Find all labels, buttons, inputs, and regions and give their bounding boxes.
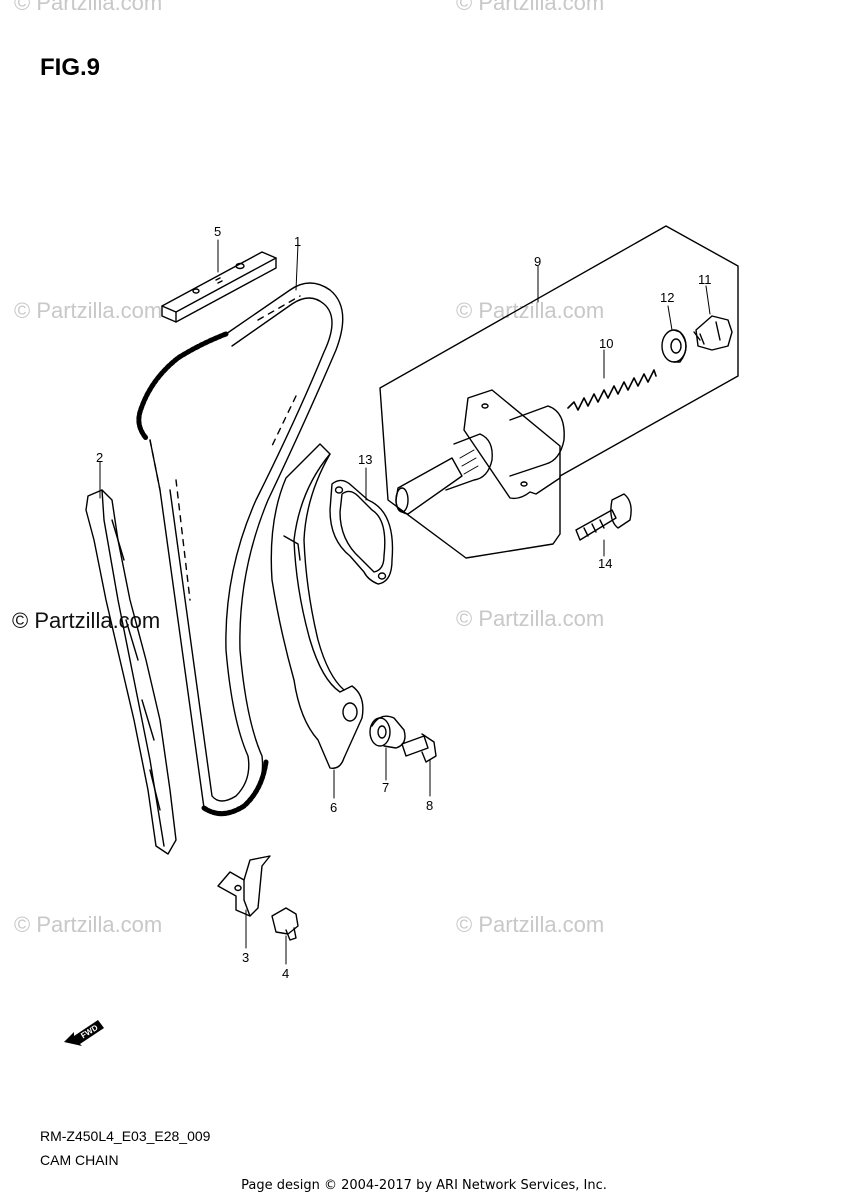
callout-4: 4 bbox=[282, 966, 289, 981]
watermark: © Partzilla.com bbox=[14, 0, 162, 15]
figure-title: FIG.9 bbox=[40, 54, 101, 81]
watermark: © Partzilla.com bbox=[456, 298, 604, 323]
callout-14: 14 bbox=[598, 556, 612, 571]
callout-10: 10 bbox=[599, 336, 613, 351]
part-4-bolt bbox=[271, 907, 299, 941]
callout-8: 8 bbox=[426, 798, 433, 813]
part-13-gasket bbox=[329, 479, 394, 585]
part-3-bracket bbox=[217, 855, 271, 917]
watermark: © Partzilla.com bbox=[456, 912, 604, 937]
watermark: © Partzilla.com bbox=[456, 606, 604, 631]
callout-1: 1 bbox=[294, 234, 301, 249]
part-5-guide-plate bbox=[161, 251, 277, 323]
callout-7: 7 bbox=[382, 780, 389, 795]
part-2-chain-guide bbox=[85, 489, 177, 855]
part-6-tensioner-blade bbox=[270, 443, 364, 769]
figure-caption: CAM CHAIN bbox=[40, 1152, 119, 1168]
fwd-arrow-icon: FWD bbox=[64, 1020, 104, 1046]
watermark: © Partzilla.com bbox=[14, 298, 162, 323]
callout-5: 5 bbox=[214, 224, 221, 239]
watermark: © Partzilla.com bbox=[14, 912, 162, 937]
part-12-washer bbox=[661, 329, 687, 363]
part-9-tensioner-body bbox=[395, 389, 565, 515]
callout-2: 2 bbox=[96, 450, 103, 465]
part-10-spring bbox=[567, 369, 657, 411]
fwd-direction-badge: FWD bbox=[60, 1012, 108, 1048]
callout-6: 6 bbox=[330, 800, 337, 815]
page-footer: Page design © 2004-2017 by ARI Network S… bbox=[241, 1178, 607, 1193]
part-8-bolt bbox=[401, 733, 437, 763]
callout-12: 12 bbox=[660, 290, 674, 305]
part-14-bolt bbox=[575, 493, 632, 541]
callout-13: 13 bbox=[358, 452, 372, 467]
callout-9: 9 bbox=[534, 254, 541, 269]
callout-11: 11 bbox=[698, 272, 712, 287]
model-code: RM-Z450L4_E03_E28_009 bbox=[40, 1128, 211, 1144]
leader-lines bbox=[99, 239, 711, 965]
watermark: © Partzilla.com bbox=[456, 0, 604, 15]
part-7-bushing bbox=[369, 715, 406, 749]
part-1-cam-chain bbox=[136, 282, 344, 817]
part-9-kit-outline bbox=[379, 225, 739, 559]
callout-3: 3 bbox=[242, 950, 249, 965]
part-11-plug-bolt bbox=[693, 315, 733, 351]
